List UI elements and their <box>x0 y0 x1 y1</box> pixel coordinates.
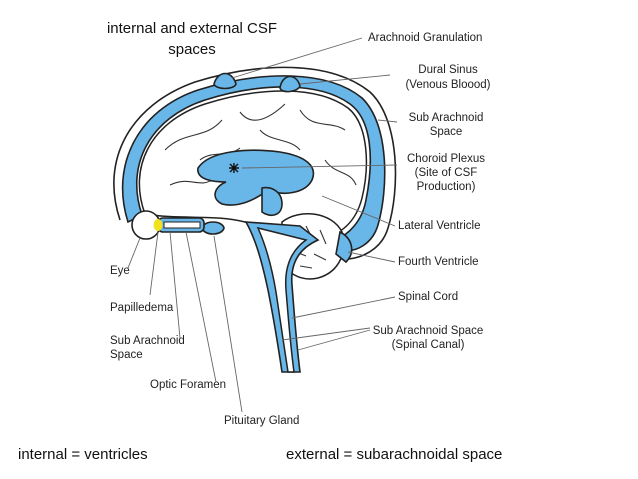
brain-folds <box>164 103 357 186</box>
choroid-star <box>229 163 239 173</box>
leader-optic-foramen <box>185 231 217 383</box>
dural-sinus <box>279 75 301 93</box>
label-dural-sinus-1: Dural Sinus <box>418 64 478 76</box>
label-dural-sinus-2: (Venous Bloood) <box>405 79 490 91</box>
leader-eye <box>127 237 141 269</box>
label-spinal-canal-1: Sub Arachnoid Space <box>373 325 484 337</box>
leader-sub-arachnoid <box>377 119 398 123</box>
fourth-ventricle <box>335 230 353 264</box>
leader-lateral-ventricle <box>321 195 396 227</box>
label-papilledema: Papilledema <box>110 302 174 314</box>
optic-nerve <box>163 221 201 229</box>
title-line-1: internal and external CSF <box>107 20 277 37</box>
label-left-sub-arachnoid-2: Space <box>110 349 143 361</box>
label-sub-arachnoid-2: Space <box>430 126 463 138</box>
label-choroid-3: Production) <box>417 181 476 193</box>
papilledema-spot <box>153 219 163 231</box>
label-pituitary-gland: Pituitary Gland <box>224 415 299 427</box>
leader-spinal-cord <box>291 296 396 319</box>
leader-choroid <box>241 164 398 169</box>
label-sub-arachnoid-1: Sub Arachnoid <box>409 112 484 124</box>
label-fourth-ventricle: Fourth Ventricle <box>398 256 479 268</box>
label-arachnoid-granulation: Arachnoid Granulation <box>368 32 482 44</box>
caption-external: external = subarachnoidal space <box>286 446 502 463</box>
pituitary-gland <box>201 221 225 235</box>
leader-arachnoid-granulation <box>231 37 363 79</box>
label-choroid-2: (Site of CSF <box>415 167 478 179</box>
caption-internal: internal = ventricles <box>18 446 148 463</box>
leader-dural-sinus <box>299 74 391 85</box>
label-lateral-ventricle: Lateral Ventricle <box>398 220 480 232</box>
label-spinal-canal-2: (Spinal Canal) <box>392 339 465 351</box>
spinal-cord <box>256 226 308 373</box>
arachnoid-granulation <box>213 72 237 90</box>
leader-papilledema <box>149 231 159 296</box>
title-line-2: spaces <box>168 41 216 58</box>
label-left-sub-arachnoid-1: Sub Arachnoid <box>110 335 185 347</box>
leader-pituitary <box>213 235 243 413</box>
third-ventricle <box>261 186 283 217</box>
leader-spinal-canal <box>281 327 371 351</box>
leader-fourth-ventricle <box>347 251 396 263</box>
label-choroid-1: Choroid Plexus <box>407 153 485 165</box>
label-optic-foramen: Optic Foramen <box>150 379 226 391</box>
label-spinal-cord: Spinal Cord <box>398 291 458 303</box>
skull-outline <box>113 66 397 260</box>
label-eye: Eye <box>110 265 130 277</box>
leader-left-sub-arachnoid <box>169 231 181 339</box>
